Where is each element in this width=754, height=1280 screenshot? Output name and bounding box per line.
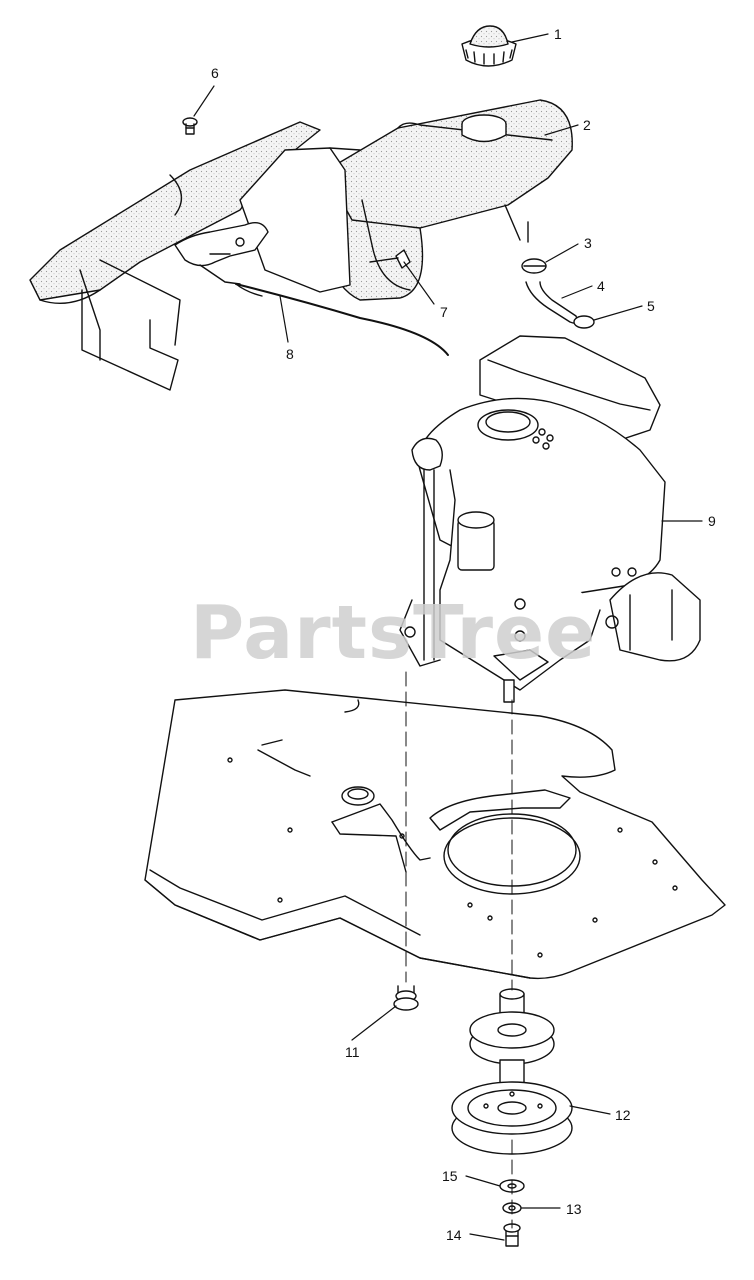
callout-15: 15 bbox=[442, 1168, 458, 1184]
engine-pulley bbox=[451, 988, 573, 1155]
callout-8: 8 bbox=[286, 346, 294, 362]
throttle-bracket bbox=[174, 222, 269, 285]
fuel-cap bbox=[461, 25, 517, 67]
fuel-tank bbox=[309, 99, 573, 301]
callout-6: 6 bbox=[211, 65, 219, 81]
callout-13: 13 bbox=[566, 1201, 582, 1217]
callout-9: 9 bbox=[708, 513, 716, 529]
callout-3: 3 bbox=[584, 235, 592, 251]
hose-assembly bbox=[521, 258, 595, 329]
callout-1: 1 bbox=[554, 26, 562, 42]
callout-14: 14 bbox=[446, 1227, 462, 1243]
deck-bolt bbox=[393, 985, 419, 1011]
fuel-fitting bbox=[369, 249, 411, 269]
callout-2: 2 bbox=[583, 117, 591, 133]
callout-4: 4 bbox=[597, 278, 605, 294]
callout-5: 5 bbox=[647, 298, 655, 314]
pulley-bolt bbox=[503, 1223, 521, 1247]
screw bbox=[182, 117, 198, 135]
callout-7: 7 bbox=[440, 304, 448, 320]
callout-11: 11 bbox=[345, 1044, 360, 1060]
control-cable bbox=[235, 283, 449, 356]
dash-panel bbox=[29, 121, 361, 391]
assembly-lines bbox=[405, 671, 513, 1229]
leader-lines bbox=[193, 33, 703, 1241]
mower-deck bbox=[144, 689, 726, 980]
engine bbox=[399, 335, 701, 703]
callout-12: 12 bbox=[615, 1107, 631, 1123]
